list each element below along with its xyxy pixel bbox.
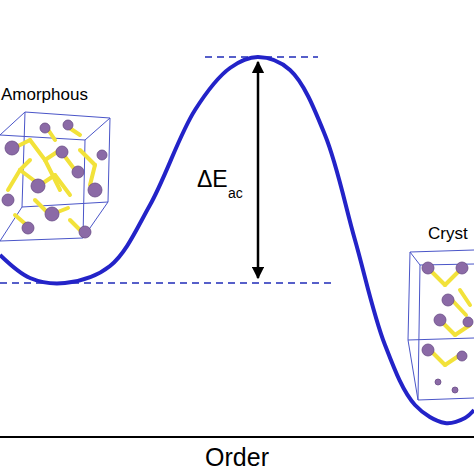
crystal-structure (408, 250, 474, 400)
cell-edge (108, 118, 110, 202)
cell-edge (410, 250, 474, 252)
bond (460, 290, 470, 305)
cell-edge (408, 340, 418, 400)
barrier-symbol: ΔE (197, 168, 228, 191)
atom (5, 141, 19, 155)
bond (70, 220, 80, 230)
barrier-arrow (257, 62, 260, 278)
amorphous-structure (0, 112, 110, 241)
cell-edge (410, 252, 420, 265)
atom (63, 120, 73, 130)
barrier-subscript: ac (228, 186, 243, 200)
atom (434, 314, 446, 326)
cell-edge (0, 238, 83, 241)
atom (435, 379, 441, 385)
atom (457, 351, 467, 361)
bond (30, 140, 45, 160)
atom (422, 262, 434, 274)
atom (442, 294, 454, 306)
cell-edge (418, 265, 420, 400)
atom (452, 387, 458, 393)
cell-edge (408, 252, 410, 340)
atom (31, 179, 45, 193)
cell-edge (25, 112, 110, 118)
cell-edge (22, 202, 108, 207)
bond (452, 300, 466, 315)
atom (422, 344, 434, 356)
atom (2, 194, 14, 206)
atom (97, 150, 107, 160)
bond (45, 160, 60, 190)
atom (463, 317, 473, 327)
energy-curve (0, 57, 474, 423)
atom (72, 166, 84, 178)
cell-edge (0, 135, 85, 140)
bond (8, 170, 20, 190)
phase-label: Amorphous (1, 86, 88, 103)
cell-edge (0, 112, 25, 135)
bond (90, 165, 95, 185)
cell-edge (85, 118, 110, 140)
atom (56, 146, 68, 158)
cell-edge (418, 398, 474, 400)
axis-line (0, 436, 474, 438)
atom (79, 226, 91, 238)
bond (20, 160, 30, 170)
cell-edge (408, 338, 474, 340)
atom (456, 262, 468, 274)
axis-label: Order (205, 445, 269, 470)
atom (45, 207, 59, 221)
atom (88, 183, 102, 197)
phase-label: Cryst (428, 225, 468, 242)
atom (22, 222, 34, 234)
cell-edge (22, 112, 25, 207)
bond (80, 150, 95, 165)
atom (40, 123, 50, 133)
cell-edge (0, 207, 22, 241)
